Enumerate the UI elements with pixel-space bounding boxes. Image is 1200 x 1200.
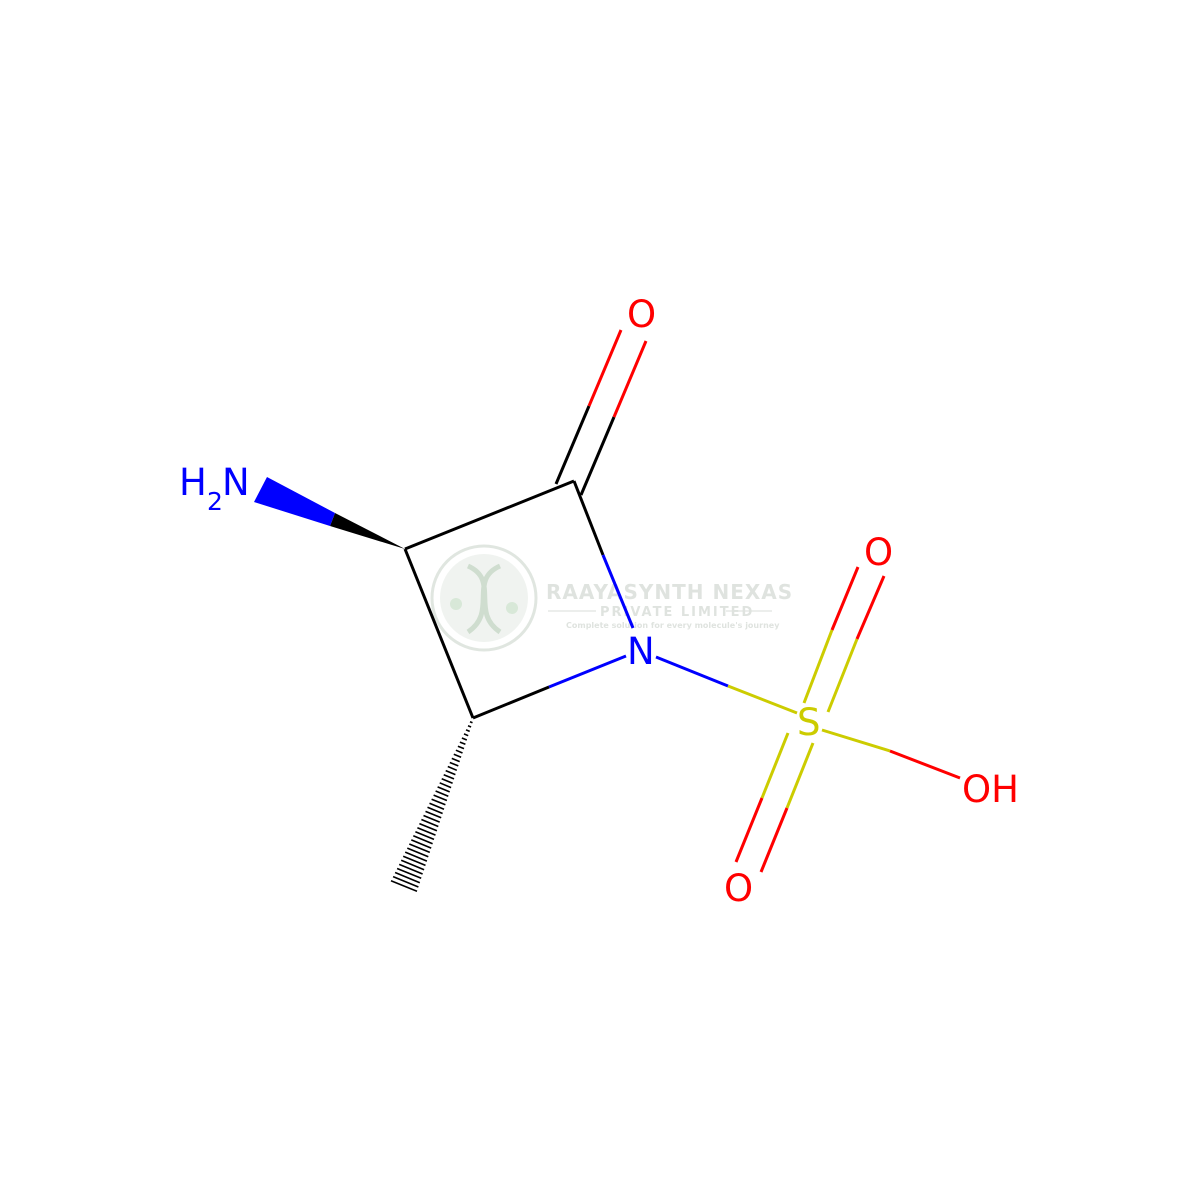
hash-line: [429, 802, 445, 810]
watermark-subtitle: PRIVATE LIMITED: [600, 605, 754, 620]
hash-line: [398, 863, 423, 875]
hash-line: [463, 733, 469, 737]
atom-label-sulfonyl-o-bottom: O: [724, 867, 753, 910]
hash-line: [396, 867, 422, 880]
atom-label-carbonyl-o: O: [627, 293, 656, 336]
hash-line: [453, 753, 462, 759]
hash-line: [445, 769, 456, 776]
hash-line: [447, 765, 458, 772]
watermark-title: RAAYASYNTH NEXAS: [546, 580, 793, 604]
atom-label-ring-n: N: [627, 630, 655, 673]
hash-line: [415, 831, 435, 841]
atom-label-amine-subscript: 2: [207, 487, 223, 516]
hash-line: [451, 757, 461, 763]
hash-line: [394, 871, 421, 884]
atom-label-sulfur: S: [797, 701, 821, 744]
hash-line: [392, 875, 419, 888]
hash-line: [439, 782, 452, 789]
hashed-bond-methyl: [390, 720, 473, 893]
hash-line: [441, 778, 453, 784]
hash-line: [412, 835, 433, 845]
watermark-tagline: Complete solution for every molecule's j…: [566, 621, 780, 630]
hash-line: [404, 851, 428, 862]
hash-line: [457, 745, 465, 750]
hash-line: [455, 749, 463, 754]
bond-s-o-bottom-double: [734, 732, 815, 873]
bond-n1-s: [655, 655, 798, 715]
hash-line: [423, 814, 441, 823]
atom-label-sulfonyl-o-top: O: [864, 531, 893, 574]
hash-line: [449, 761, 459, 767]
hash-line: [459, 741, 466, 746]
bond-c4-c3: [403, 548, 475, 719]
hash-line: [406, 847, 429, 858]
hash-line: [443, 773, 455, 780]
hash-line: [425, 810, 442, 819]
bond-c2-n1: [572, 480, 635, 629]
hash-line: [410, 839, 432, 849]
dna-helix-icon: [430, 544, 538, 652]
hash-line: [437, 786, 451, 793]
atom-label-hydroxyl: OH: [962, 768, 1019, 811]
bond-c3-c2: [404, 479, 575, 551]
atom-label-amine-h: H: [179, 461, 207, 504]
hash-line: [465, 729, 471, 733]
hash-line: [408, 843, 431, 854]
hash-line: [417, 826, 436, 836]
hash-line: [431, 798, 446, 806]
wedge-bond-nh2: [330, 513, 405, 549]
bond-c2-o-double: [554, 329, 648, 496]
bond-s-oh: [821, 728, 961, 780]
hash-line: [419, 822, 438, 832]
hash-line: [400, 859, 425, 871]
watermark: RAAYASYNTH NEXAS PRIVATE LIMITED Complet…: [430, 544, 793, 652]
atom-label-amine-n: N: [222, 461, 250, 504]
hash-line: [402, 855, 426, 867]
hash-line: [433, 794, 448, 802]
hash-line: [390, 879, 418, 893]
wedge-bond-nh2-blue: [254, 477, 335, 526]
hash-line: [435, 790, 449, 797]
hash-line: [427, 806, 443, 815]
hash-line: [421, 818, 439, 828]
hash-line: [469, 720, 473, 724]
bond-s-o-top-double: [802, 566, 886, 713]
hash-line: [467, 725, 472, 728]
bond-n1-c4: [472, 654, 627, 720]
hash-line: [461, 737, 468, 741]
